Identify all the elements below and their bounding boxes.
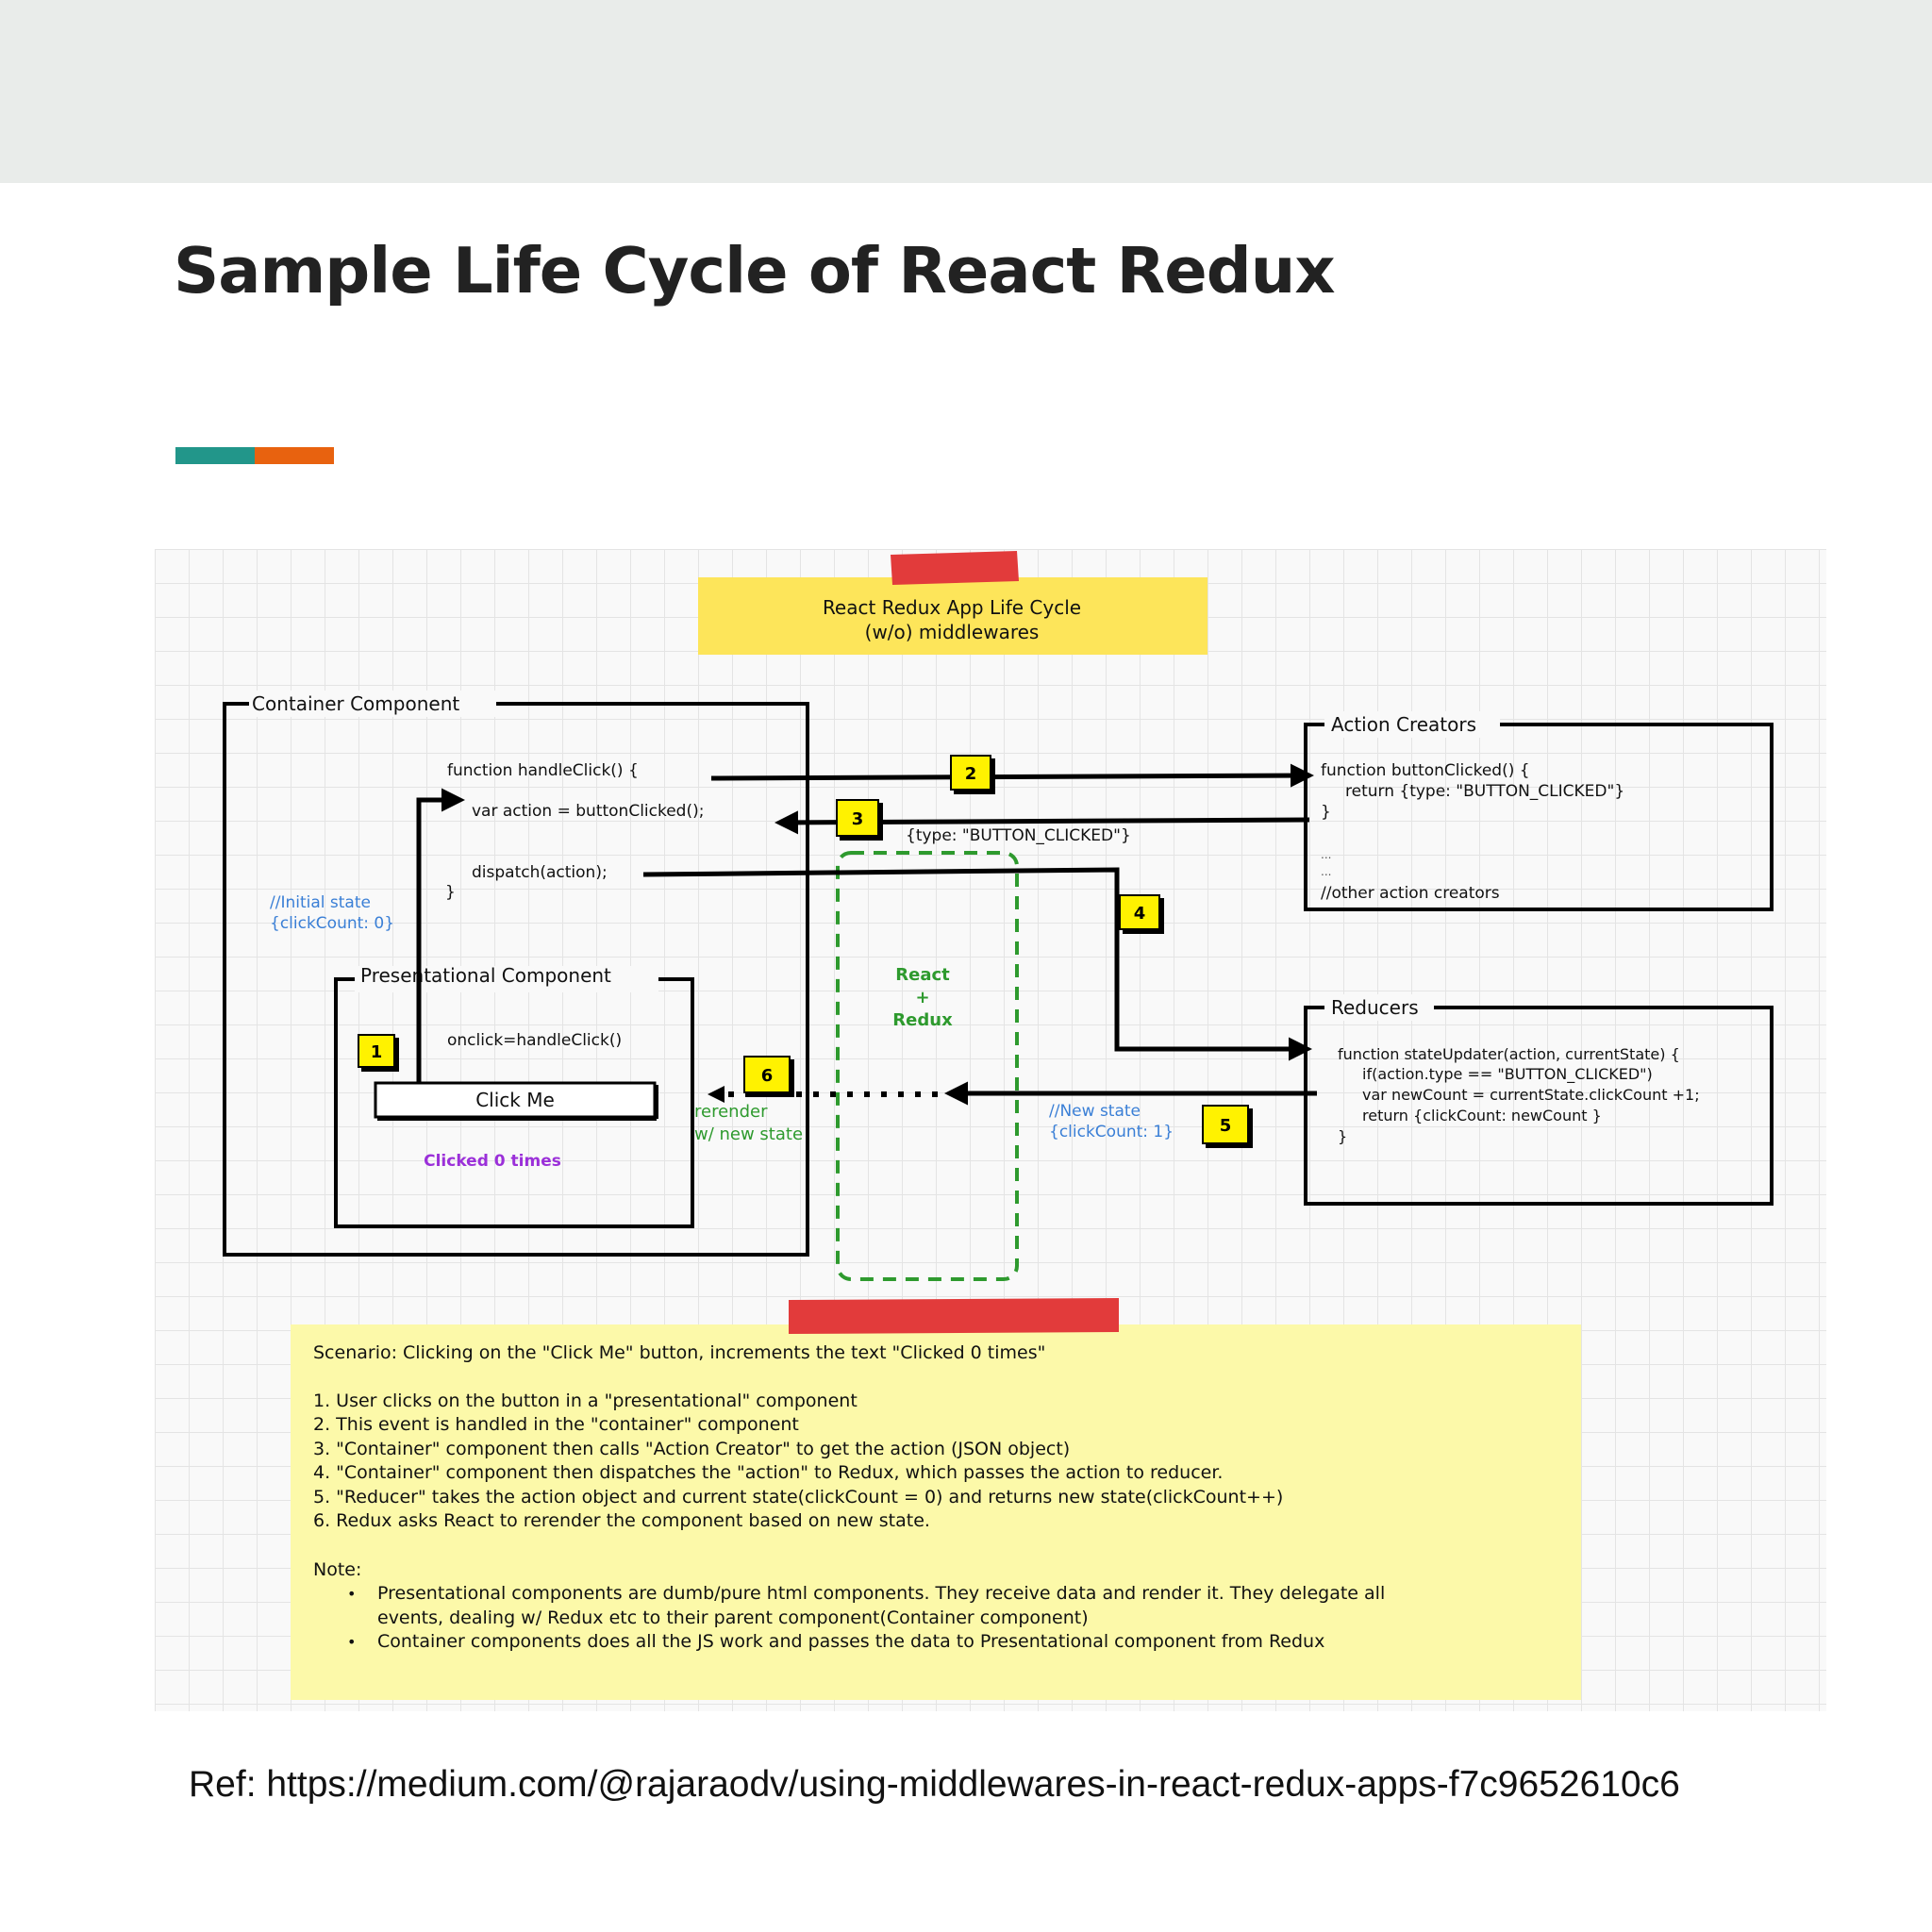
rerender-note-2: w/ new state — [694, 1124, 803, 1144]
note-1-line-1: Presentational components are dumb/pure … — [377, 1583, 1385, 1604]
scenario-step-6: 6. Redux asks React to rerender the comp… — [313, 1510, 930, 1531]
arrow-step-2 — [710, 763, 1314, 788]
title-sticky-note — [698, 577, 1208, 655]
scenario-note — [291, 1324, 1581, 1700]
scenario-tape — [789, 1298, 1119, 1334]
svg-text:2: 2 — [965, 764, 977, 784]
scenario-step-4: 4. "Container" component then dispatches… — [313, 1462, 1223, 1483]
svg-text:1: 1 — [371, 1042, 383, 1062]
step-badge-4: 4 — [1119, 894, 1164, 934]
svg-text:3: 3 — [852, 809, 864, 829]
note-1-line-2: events, dealing w/ Redux etc to their pa… — [377, 1607, 1089, 1628]
redux-label-react: React — [895, 965, 950, 985]
reducers-box — [1304, 1006, 1774, 1206]
new-state-comment-2: {clickCount: 1} — [1049, 1123, 1174, 1141]
code-other-action-creators: //other action creators — [1321, 884, 1500, 903]
arrow-step-6-head — [708, 1086, 724, 1103]
svg-text:5: 5 — [1220, 1116, 1232, 1136]
step-badge-3: 3 — [836, 799, 883, 841]
code-reducer-close-brace: } — [1338, 1127, 1347, 1145]
svg-text:4: 4 — [1134, 904, 1146, 924]
initial-state-comment-1: //Initial state — [270, 893, 371, 912]
code-ellipsis-1: ... — [1321, 848, 1331, 861]
step-badge-6: 6 — [743, 1056, 794, 1097]
code-var-action: var action = buttonClicked(); — [472, 802, 704, 821]
code-if-action-type: if(action.type == "BUTTON_CLICKED") — [1362, 1065, 1653, 1084]
new-state-comment-1: //New state — [1049, 1102, 1141, 1121]
lifecycle-diagram: React Redux App Life Cycle (w/o) middlew… — [223, 551, 1774, 1700]
redux-label-plus: + — [915, 988, 929, 1008]
container-component-box — [223, 702, 809, 1257]
code-ellipsis-2: ... — [1321, 865, 1331, 878]
initial-state-comment-2: {clickCount: 0} — [270, 914, 394, 933]
redux-store-region — [836, 851, 1019, 1281]
accent-bar-orange — [255, 447, 334, 464]
redux-label-redux: Redux — [892, 1010, 953, 1030]
rerender-note-1: rerender — [694, 1102, 768, 1122]
container-component-label: Container Component — [252, 692, 459, 715]
code-buttonclicked: function buttonClicked() { — [1321, 761, 1530, 780]
presentational-component-label: Presentational Component — [360, 964, 611, 987]
action-creators-box — [1304, 723, 1774, 911]
onclick-handler-text: onclick=handleClick() — [447, 1031, 622, 1050]
code-var-newcount: var newCount = currentState.clickCount +… — [1362, 1086, 1700, 1104]
code-stateupdater: function stateUpdater(action, currentSta… — [1338, 1045, 1680, 1063]
sticky-title-line-1: React Redux App Life Cycle — [823, 596, 1081, 619]
code-dispatch: dispatch(action); — [472, 863, 608, 882]
clicked-count-text: Clicked 0 times — [424, 1152, 561, 1171]
step-badge-5: 5 — [1202, 1105, 1253, 1148]
code-ac-close-brace: } — [1321, 803, 1331, 822]
step-badge-1: 1 — [358, 1034, 399, 1072]
scenario-note-label: Note: — [313, 1559, 361, 1580]
action-object-label: {type: "BUTTON_CLICKED"} — [906, 826, 1131, 845]
code-handleclick: function handleClick() { — [447, 761, 639, 780]
arrow-step-1 — [416, 788, 465, 1083]
top-banner — [0, 0, 1932, 183]
diagram-board: React Redux App Life Cycle (w/o) middlew… — [155, 549, 1826, 1711]
code-return-newcount: return {clickCount: newCount } — [1362, 1107, 1602, 1124]
code-close-brace: } — [445, 883, 456, 902]
click-me-button-label: Click Me — [475, 1089, 555, 1111]
title-tape — [891, 551, 1019, 585]
sticky-title-line-2: (w/o) middlewares — [865, 621, 1040, 643]
scenario-step-5: 5. "Reducer" takes the action object and… — [313, 1487, 1283, 1507]
scenario-step-3: 3. "Container" component then calls "Act… — [313, 1439, 1070, 1459]
reducers-label: Reducers — [1331, 996, 1419, 1019]
scenario-headline: Scenario: Clicking on the "Click Me" but… — [313, 1342, 1045, 1363]
slide-title: Sample Life Cycle of React Redux — [174, 234, 1336, 308]
step-badge-2: 2 — [950, 755, 995, 794]
svg-text:6: 6 — [761, 1066, 774, 1086]
note-bullet-2: • — [347, 1633, 356, 1651]
reference-link[interactable]: Ref: https://medium.com/@rajaraodv/using… — [189, 1764, 1680, 1805]
click-me-button[interactable] — [374, 1081, 657, 1119]
code-return-type: return {type: "BUTTON_CLICKED"} — [1345, 782, 1624, 801]
action-creators-label: Action Creators — [1331, 713, 1476, 736]
note-2-line-1: Container components does all the JS wor… — [377, 1631, 1324, 1652]
note-bullet-1: • — [347, 1585, 356, 1603]
scenario-step-1: 1. User clicks on the button in a "prese… — [313, 1391, 858, 1411]
arrow-step-4 — [642, 867, 1312, 1061]
scenario-step-2: 2. This event is handled in the "contain… — [313, 1414, 799, 1435]
accent-bar-teal — [175, 447, 255, 464]
